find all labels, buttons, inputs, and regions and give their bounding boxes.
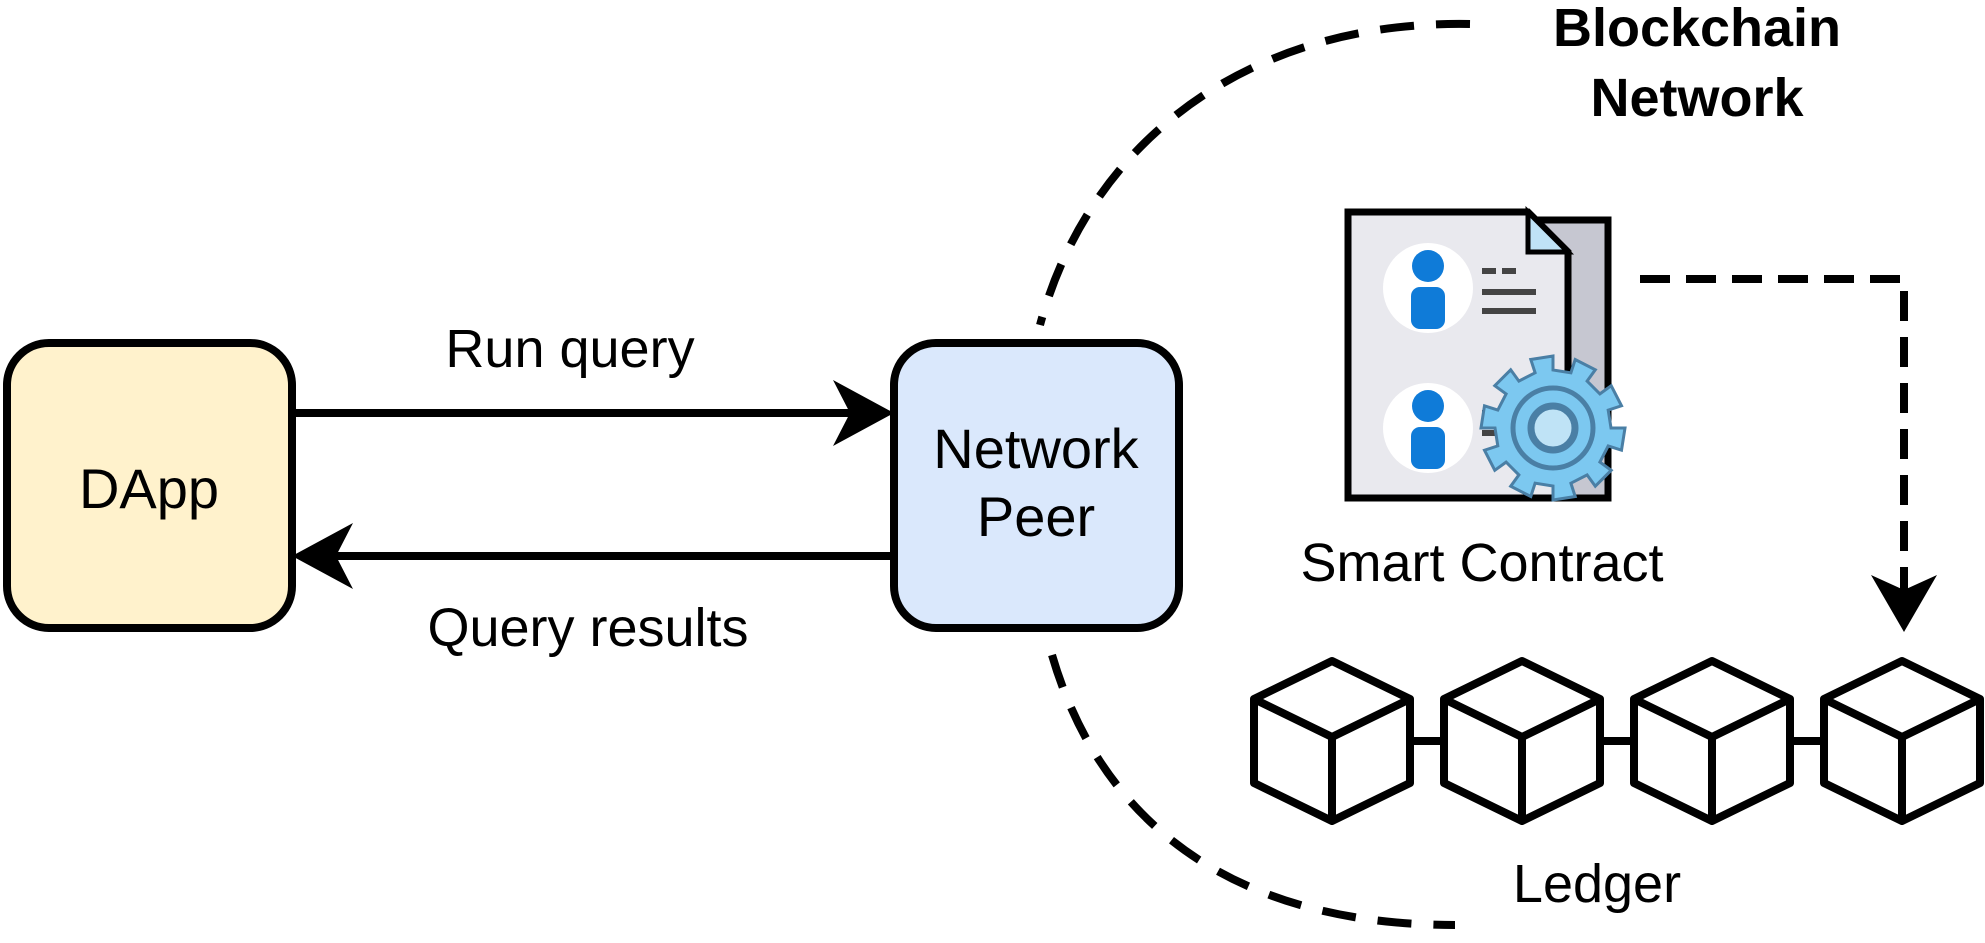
query-results-label: Query results <box>427 598 748 658</box>
contract-to-ledger-edge <box>1640 275 1937 632</box>
smart-contract-label: Smart Contract <box>1300 533 1663 593</box>
network-title-line2: Network <box>1590 68 1804 128</box>
query-results-arrowhead <box>292 523 353 589</box>
run-query-edge: Run query <box>292 319 894 446</box>
person-icon <box>1411 390 1445 469</box>
cube-icon <box>1440 657 1604 825</box>
network-boundary-arc-lower <box>1048 653 1456 929</box>
cube-icon <box>1820 657 1984 825</box>
dapp-node[interactable]: DApp <box>3 339 296 632</box>
network-title-line1: Blockchain <box>1553 0 1841 58</box>
network-peer-node[interactable]: Network Peer <box>890 339 1183 632</box>
network-peer-label-line1: Network <box>933 417 1139 480</box>
contract-document-icon <box>1344 205 1627 502</box>
network-boundary-arc <box>1036 19 1471 327</box>
network-peer-box <box>890 339 1183 632</box>
gear-icon <box>1479 354 1627 502</box>
ledger-chain <box>1250 657 1984 825</box>
ledger-label: Ledger <box>1513 854 1681 914</box>
dapp-box <box>3 339 296 632</box>
network-peer-label-line2: Peer <box>977 485 1095 548</box>
dapp-label: DApp <box>79 457 219 520</box>
contract-to-ledger-dashed-line <box>1640 275 1908 590</box>
cube-icon <box>1630 657 1794 825</box>
contract-to-ledger-arrowhead <box>1871 575 1937 632</box>
person-icon <box>1411 250 1445 329</box>
cube-icon <box>1250 657 1414 825</box>
query-results-edge: Query results <box>292 523 894 658</box>
run-query-label: Run query <box>445 319 694 379</box>
run-query-arrowhead <box>833 380 894 446</box>
